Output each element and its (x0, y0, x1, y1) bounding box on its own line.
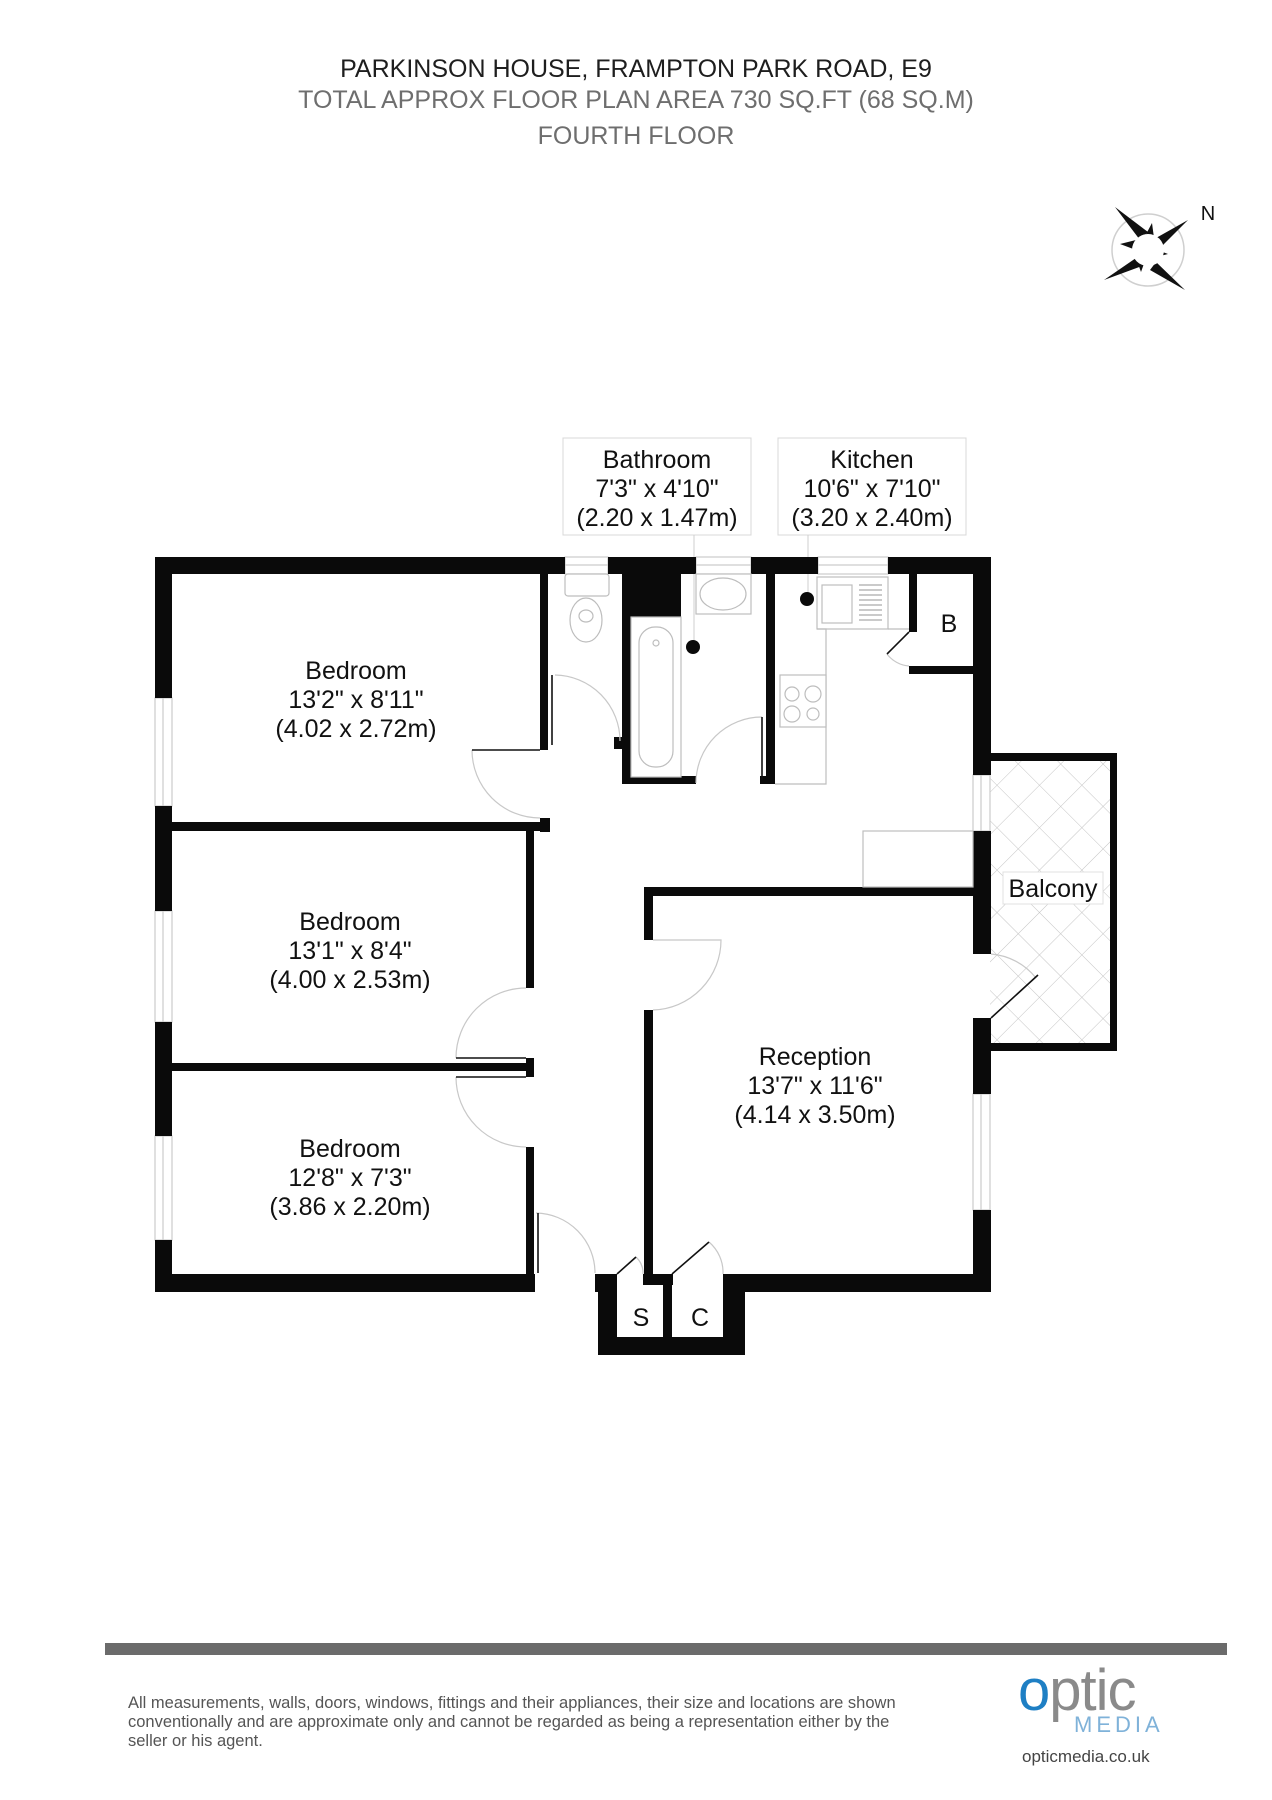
footer-divider (105, 1643, 1227, 1655)
bedroom2-imperial: 13'1" x 8'4" (288, 937, 411, 965)
bedroom1-name: Bedroom (305, 657, 406, 685)
bedroom3-metric: (3.86 x 2.20m) (269, 1193, 430, 1221)
fixtures (564, 573, 974, 888)
doors (455, 653, 1037, 1275)
north-label: N (1201, 203, 1215, 225)
logo-wordmark: optic (1018, 1662, 1137, 1720)
bedroom2-name: Bedroom (299, 908, 400, 936)
room-labels: Bathroom 7'3" x 4'10" (2.20 x 1.47m) Kit… (269, 446, 1098, 1332)
walls (155, 557, 991, 1355)
logo-o: o (1018, 1658, 1050, 1723)
kitchen-name: Kitchen (830, 446, 913, 474)
balcony-name: Balcony (1009, 875, 1098, 903)
bedroom2-metric: (4.00 x 2.53m) (269, 966, 430, 994)
bathroom-metric: (2.20 x 1.47m) (576, 504, 737, 532)
bedroom1-imperial: 13'2" x 8'11" (288, 686, 423, 714)
bedroom1-metric: (4.02 x 2.72m) (275, 715, 436, 743)
pipe-icon (800, 592, 814, 606)
logo-media: MEDIA (1074, 1712, 1164, 1737)
storage-label: S (633, 1304, 650, 1332)
pipe-icon (686, 640, 700, 654)
kitchen-metric: (3.20 x 2.40m) (791, 504, 952, 532)
optic-media-logo: optic MEDIA opticmedia.co.uk (1018, 1662, 1188, 1772)
bedroom3-name: Bedroom (299, 1135, 400, 1163)
floor-area: TOTAL APPROX FLOOR PLAN AREA 730 SQ.FT (… (298, 86, 974, 114)
kitchen-imperial: 10'6" x 7'10" (803, 475, 940, 503)
reception-metric: (4.14 x 3.50m) (734, 1101, 895, 1129)
bathroom-imperial: 7'3" x 4'10" (595, 475, 718, 503)
bedroom3-imperial: 12'8" x 7'3" (288, 1164, 411, 1192)
bathroom-name: Bathroom (603, 446, 711, 474)
balcony-area (990, 753, 1117, 1051)
boiler-label: B (941, 610, 958, 638)
property-title: PARKINSON HOUSE, FRAMPTON PARK ROAD, E9 (340, 55, 932, 83)
cupboard-label: C (691, 1304, 709, 1332)
disclaimer-text: All measurements, walls, doors, windows,… (128, 1694, 896, 1750)
logo-rest: ptic (1049, 1658, 1136, 1723)
compass-icon: N (1104, 203, 1215, 290)
floor-level: FOURTH FLOOR (537, 122, 735, 150)
logo-url: opticmedia.co.uk (1022, 1747, 1150, 1766)
toilet-icon (564, 573, 610, 597)
reception-name: Reception (759, 1043, 872, 1071)
windows (154, 556, 991, 1241)
reception-imperial: 13'7" x 11'6" (747, 1072, 882, 1100)
